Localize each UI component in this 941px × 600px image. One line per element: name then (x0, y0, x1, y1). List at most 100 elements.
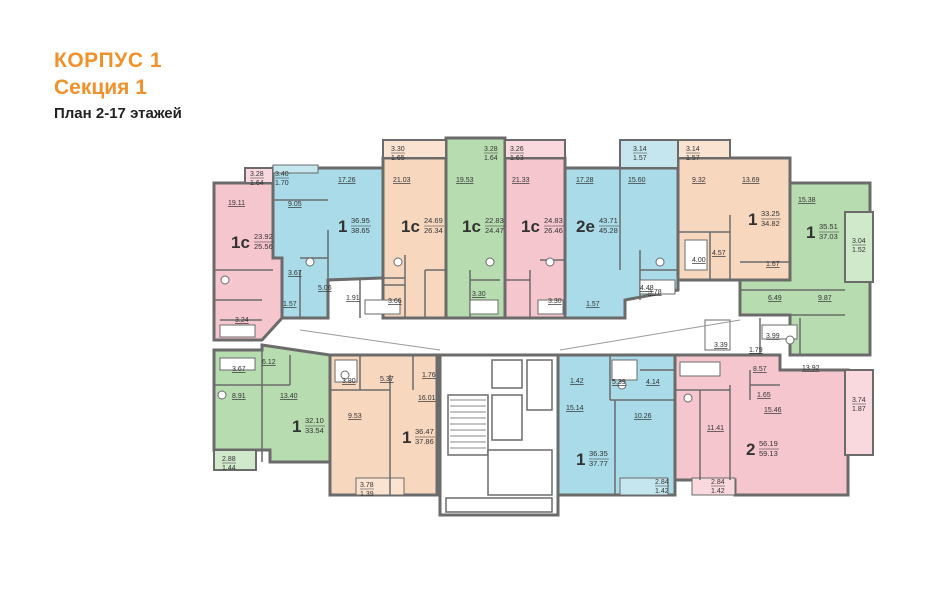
balcony-reduced-area: 1.57 (633, 155, 647, 162)
room-area: 4.57 (712, 250, 726, 257)
partition (678, 215, 790, 280)
room-area: 3.67 (232, 366, 246, 373)
balcony-label: 3.281.64 (484, 146, 498, 162)
apartment-living-area: 26.46 (544, 226, 563, 235)
apartment-living-area: 37.77 (589, 459, 608, 468)
apartment-type: 1 (338, 217, 347, 236)
balcony-label: 3.741.87 (852, 397, 866, 413)
balcony-label: 3.26 1.63 (510, 146, 524, 162)
apartment-type: 1с (521, 217, 540, 236)
apartment-type: 2 (746, 440, 755, 459)
apartment-living-area: 34.82 (761, 219, 780, 228)
room-area: 3.39 (714, 342, 728, 349)
balcony-reduced-area: 1.57 (686, 155, 700, 162)
room-area: 19.53 (456, 177, 474, 184)
core-exit (445, 497, 553, 513)
balcony-zone (355, 477, 405, 496)
apartment-total-area: 43.71 (599, 216, 618, 225)
plan-title: План 2-17 этажей (54, 105, 182, 122)
room-area: 15.46 (764, 407, 782, 414)
apartment-living-area: 59.13 (759, 449, 778, 458)
balcony-area: 3.28 (250, 171, 264, 178)
room-area: 1.67 (766, 261, 780, 268)
balcony-area: 3.74 (852, 397, 866, 404)
corridor-lines (299, 319, 741, 351)
balcony-area: 2.88 (222, 456, 236, 463)
balcony-zone (844, 369, 874, 456)
room-area: 3.30 (472, 291, 486, 298)
balcony-zone (844, 211, 874, 283)
balcony-area: 3.14 (686, 146, 700, 153)
apartment-type: 1 (748, 210, 757, 229)
room-area: 3.24 (235, 317, 249, 324)
room-area: 19.11 (228, 200, 245, 207)
room-area: 3.78 (648, 289, 662, 296)
stair-elevator-core (438, 353, 560, 517)
room-area: 1.57 (586, 301, 600, 308)
toilet-icon (617, 380, 627, 390)
partition (214, 345, 291, 462)
room-area: 10.26 (634, 413, 652, 420)
apartment-type: 1с (401, 217, 420, 236)
balcony-label: 3.781.39 (360, 482, 374, 498)
toilet-icon (305, 257, 315, 267)
room-area: 3.30 (548, 298, 562, 305)
toilet-icon (655, 257, 665, 267)
room-area: 6.12 (262, 359, 276, 366)
toilet-icon (217, 390, 227, 400)
room-area: 5.39 (612, 379, 626, 386)
balcony-area: 3.26 (510, 146, 524, 153)
balcony-area: 3.14 (633, 146, 647, 153)
bathroom-fixtures (217, 239, 798, 403)
balcony-label: 3.14 1.57 (686, 146, 700, 162)
partition (424, 269, 446, 318)
corridor-line (299, 319, 741, 351)
balcony-reduced-area: 1.42 (655, 488, 669, 495)
apartment-total-area: 36.35 (589, 449, 608, 458)
apartment-total-area: 22.83 (485, 216, 504, 225)
section-title: Секция 1 (54, 76, 147, 99)
balcony-zone (382, 139, 447, 159)
room-area: 9.53 (348, 413, 362, 420)
balcony-label: 3.041.52 (852, 238, 866, 254)
room-area: 16.01 (418, 395, 436, 402)
balcony-reduced-area: 1.39 (360, 491, 374, 498)
room-area: 1.76 (422, 372, 436, 379)
toilet-icon (545, 257, 555, 267)
bathtub-icon (219, 324, 256, 338)
room-area: 17.26 (338, 177, 356, 184)
room-area: 3.67 (288, 270, 302, 277)
interior-walls (214, 168, 845, 495)
apartment-type: 1с (231, 233, 250, 252)
balcony-area: 3.28 (484, 146, 498, 153)
apartment-total-area: 33.25 (761, 209, 780, 218)
balcony-reduced-area: 1.44 (222, 465, 236, 472)
balcony-reduced-area: 1.63 (510, 155, 524, 162)
toilet-icon (393, 257, 403, 267)
toilet-icon (340, 370, 350, 380)
room-area: 1.65 (757, 392, 771, 399)
toilet-icon (485, 257, 495, 267)
balcony-area: 2.84 (655, 479, 669, 486)
room-area: 3.99 (766, 333, 780, 340)
apartment-total-area: 24.83 (544, 216, 563, 225)
balcony-label: 3.301.65 (391, 146, 405, 162)
room-area: 3.80 (342, 378, 356, 385)
balcony-label: 3.14 1.57 (633, 146, 647, 162)
partition (359, 255, 406, 318)
bathtub-icon (611, 359, 638, 381)
stair-steps (450, 399, 486, 449)
